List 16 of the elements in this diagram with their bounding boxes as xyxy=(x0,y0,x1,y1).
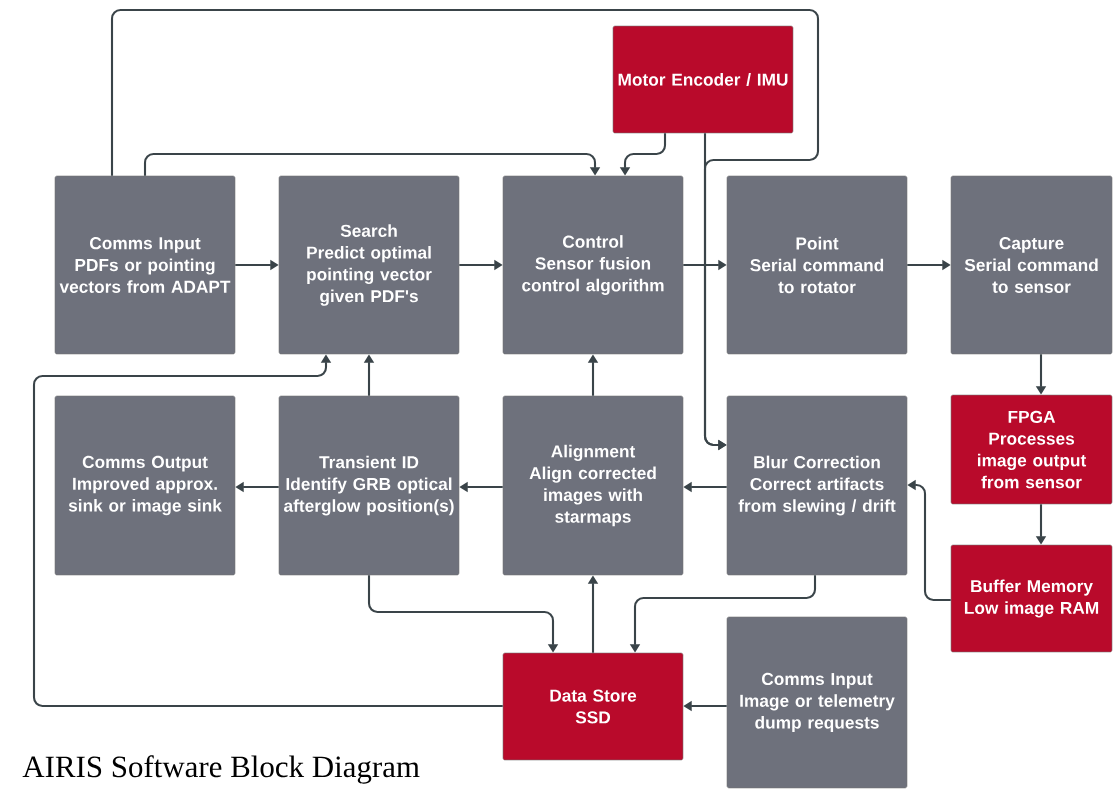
hardware-box: Buffer Memory Low image RAM xyxy=(950,544,1113,653)
process-box: Point Serial command to rotator xyxy=(726,175,908,355)
process-box: Blur Correction Correct artifacts from slewing / drift xyxy=(726,395,908,576)
process-box: Alignment Align corrected images with starmaps xyxy=(502,395,684,576)
process-box: Capture Serial command to sensor xyxy=(950,175,1113,355)
process-box: Comms Input PDFs or pointing vectors from ADAPT xyxy=(54,175,236,355)
hardware-box: FPGA Processes image output from sensor xyxy=(950,394,1113,505)
hardware-box: Motor Encoder / IMU xyxy=(612,25,794,134)
arrow xyxy=(143,152,601,176)
diagram-title: AIRIS Software Block Diagram xyxy=(22,755,420,784)
process-box: Comms Output Improved approx. sink or image sink xyxy=(54,395,236,576)
hardware-box: Data Store SSD xyxy=(502,652,684,761)
process-box: Comms Input Image or telemetry dump requests xyxy=(726,616,908,789)
process-box: Transient ID Identify GRB optical afterglow position(s) xyxy=(278,395,460,576)
process-box: Control Sensor fusion control algorithm xyxy=(502,175,684,355)
process-box: Search Predict optimal pointing vector given PDF's xyxy=(278,175,460,355)
